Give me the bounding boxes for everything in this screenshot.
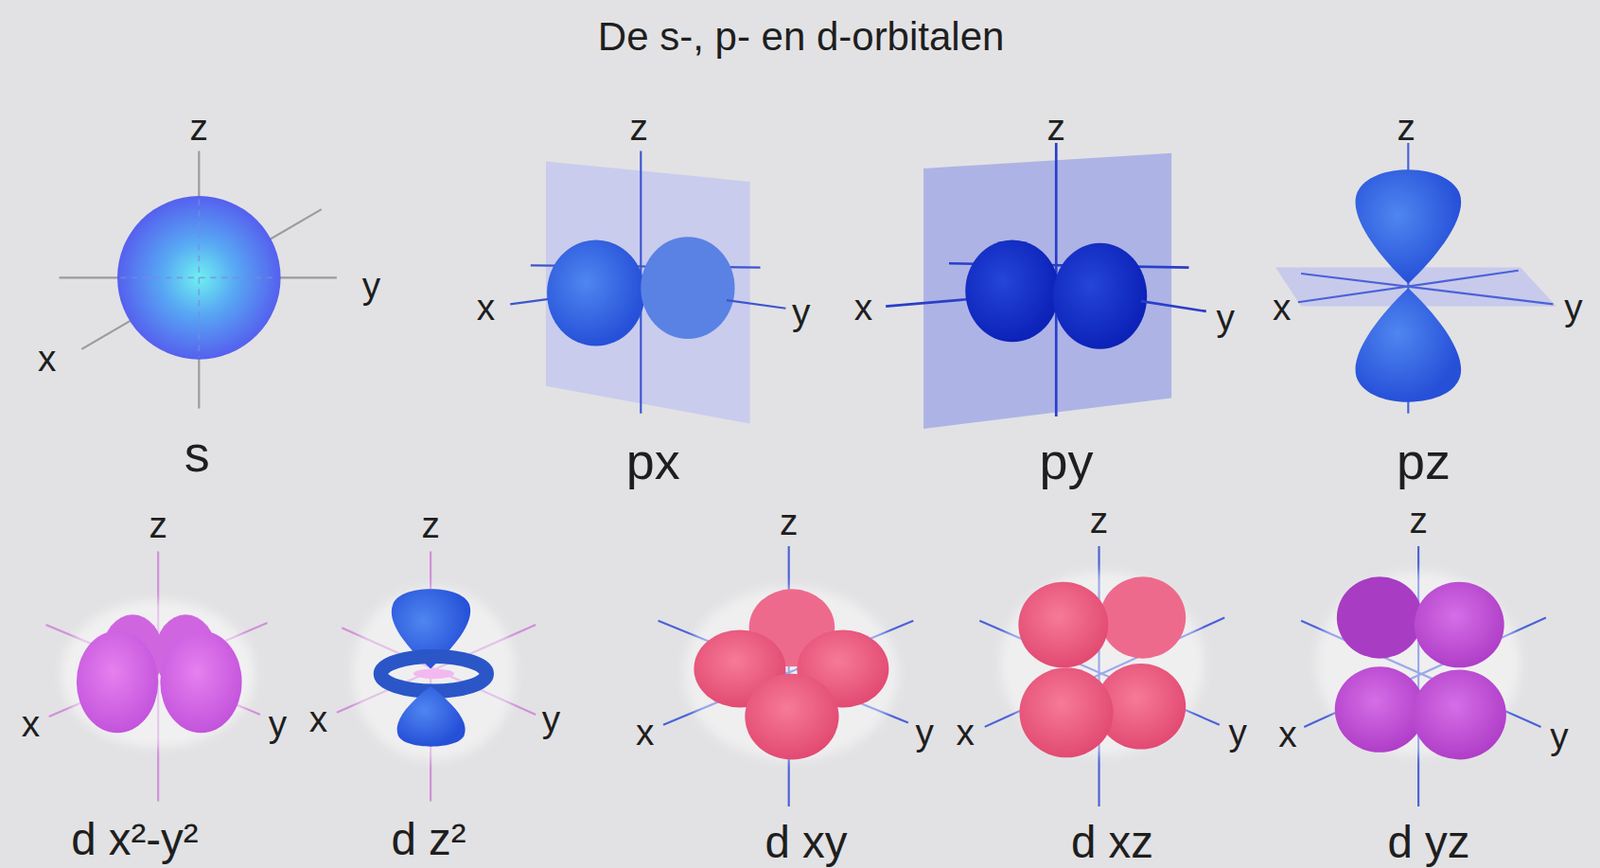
axis-label: z [148, 507, 167, 545]
axis-label: x [476, 289, 495, 327]
axis-label: z [1396, 109, 1415, 147]
axis-label: z [1090, 502, 1108, 540]
axis-label: y [268, 705, 287, 743]
axis-label: y [1549, 718, 1568, 756]
axis-label: z [1047, 109, 1066, 147]
orbital-name: px [626, 436, 681, 488]
axis-label: z [779, 504, 798, 542]
axis-label: z [421, 507, 440, 545]
axis-label: x [21, 705, 40, 743]
orbital-name: d yz [1387, 819, 1470, 864]
orbital-name: d xy [765, 819, 848, 864]
axis-label: x [1278, 716, 1297, 754]
diagram-title: De s-, p- en d-orbitalen [597, 17, 1005, 57]
orbital-name: d x²-y² [70, 816, 198, 862]
axis-label: y [1564, 289, 1583, 327]
axis-label: x [956, 714, 975, 752]
axis-label: x [635, 714, 654, 752]
axis-label: y [914, 714, 933, 752]
axis-label: y [791, 294, 810, 332]
axis-label: y [1229, 714, 1248, 752]
axis-label: z [629, 109, 648, 147]
axis-label: x [309, 701, 328, 739]
axis-label: z [1408, 502, 1427, 540]
axis-label: x [1272, 289, 1291, 327]
axis-label: y [362, 267, 381, 305]
axis-label: x [37, 340, 56, 378]
orbital-name: d xz [1071, 819, 1154, 864]
axis-label: x [854, 289, 873, 327]
orbital-name: d z² [390, 816, 466, 862]
axis-label: y [1216, 299, 1235, 337]
axis-label: y [542, 701, 561, 739]
orbital-name: pz [1396, 436, 1451, 488]
orbital-name: s [184, 428, 211, 480]
orbital-name: py [1039, 436, 1094, 488]
axis-label: z [190, 109, 209, 147]
